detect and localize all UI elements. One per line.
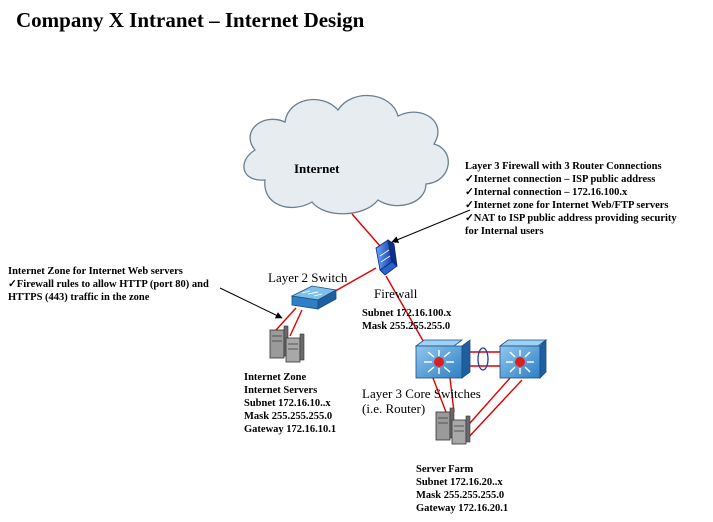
firewall-subnet-line: Mask 255.255.255.0 bbox=[362, 321, 451, 332]
internet-label: Internet bbox=[294, 161, 340, 176]
arrow-icon-zone-note bbox=[219, 287, 283, 319]
server-farm-info: Server Farm Subnet 172.16.20..x Mask 255… bbox=[416, 463, 508, 515]
firewall-note-line: for Internal users bbox=[465, 226, 544, 237]
server-farm-line: Gateway 172.16.20.1 bbox=[416, 503, 509, 514]
zone-note-line: ✓Firewall rules to allow HTTP (port 80) … bbox=[8, 279, 209, 290]
server-farm-line: Mask 255.255.255.0 bbox=[416, 490, 505, 501]
firewall-note-line: ✓Internet zone for Internet Web/FTP serv… bbox=[465, 200, 669, 211]
link-core-server-b bbox=[449, 377, 455, 413]
firewall-icon bbox=[375, 239, 398, 276]
core-switches-line: (i.e. Router) bbox=[362, 401, 426, 416]
link-core-server-a bbox=[432, 377, 447, 413]
firewall-subnet-line: Subnet 172.16.100.x bbox=[362, 308, 452, 319]
firewall-note-line: ✓NAT to ISP public address providing sec… bbox=[465, 213, 677, 224]
link-switch-server-b bbox=[289, 309, 303, 337]
firewall-label: Firewall bbox=[374, 286, 418, 301]
zone-note-line: HTTPS (443) traffic in the zone bbox=[8, 292, 150, 303]
firewall-note-line: ✓Internal connection – 172.16.100.x bbox=[465, 187, 628, 198]
server-farm-line: Server Farm bbox=[416, 464, 474, 475]
layer2-switch-icon bbox=[290, 285, 338, 310]
zone-note-line: Internet Zone for Internet Web servers bbox=[8, 266, 183, 277]
layer2-switch-label: Layer 2 Switch bbox=[268, 270, 348, 285]
arrow-icon-firewall-note bbox=[391, 209, 471, 243]
internet-cloud-icon bbox=[243, 95, 449, 215]
core-switches-label: Layer 3 Core Switches (i.e. Router) bbox=[362, 386, 481, 416]
server-icon-server-farm bbox=[435, 407, 471, 445]
internet-zone-line: Internet Servers bbox=[244, 385, 318, 396]
firewall-subnet: Subnet 172.16.100.x Mask 255.255.255.0 bbox=[362, 307, 451, 333]
trunk-bundle-icon bbox=[477, 347, 489, 371]
link-firewall-core bbox=[385, 275, 427, 347]
zone-note: Internet Zone for Internet Web servers ✓… bbox=[8, 265, 209, 304]
internet-zone-line: Subnet 172.16.10..x bbox=[244, 398, 331, 409]
link-firewall-switch bbox=[329, 267, 377, 295]
firewall-note: Layer 3 Firewall with 3 Router Connectio… bbox=[465, 160, 677, 238]
page-title: Company X Intranet – Internet Design bbox=[16, 8, 365, 32]
firewall-note-line: Layer 3 Firewall with 3 Router Connectio… bbox=[465, 161, 662, 172]
link-internet-firewall bbox=[351, 213, 381, 247]
link-core2-server-b bbox=[465, 379, 523, 441]
internet-zone-line: Mask 255.255.255.0 bbox=[244, 411, 333, 422]
core-switch-icon-2 bbox=[498, 339, 548, 379]
core-switch-icon-1 bbox=[414, 339, 471, 379]
internet-zone-line: Gateway 172.16.10.1 bbox=[244, 424, 337, 435]
internet-zone-info: Internet Zone Internet Servers Subnet 17… bbox=[244, 371, 336, 436]
link-switch-server-a bbox=[275, 307, 297, 331]
internet-zone-line: Internet Zone bbox=[244, 372, 307, 383]
firewall-note-line: ✓Internet connection – ISP public addres… bbox=[465, 174, 656, 185]
server-farm-line: Subnet 172.16.20..x bbox=[416, 477, 503, 488]
core-switches-line: Layer 3 Core Switches bbox=[362, 386, 481, 401]
server-icon-internet-zone bbox=[269, 325, 305, 363]
